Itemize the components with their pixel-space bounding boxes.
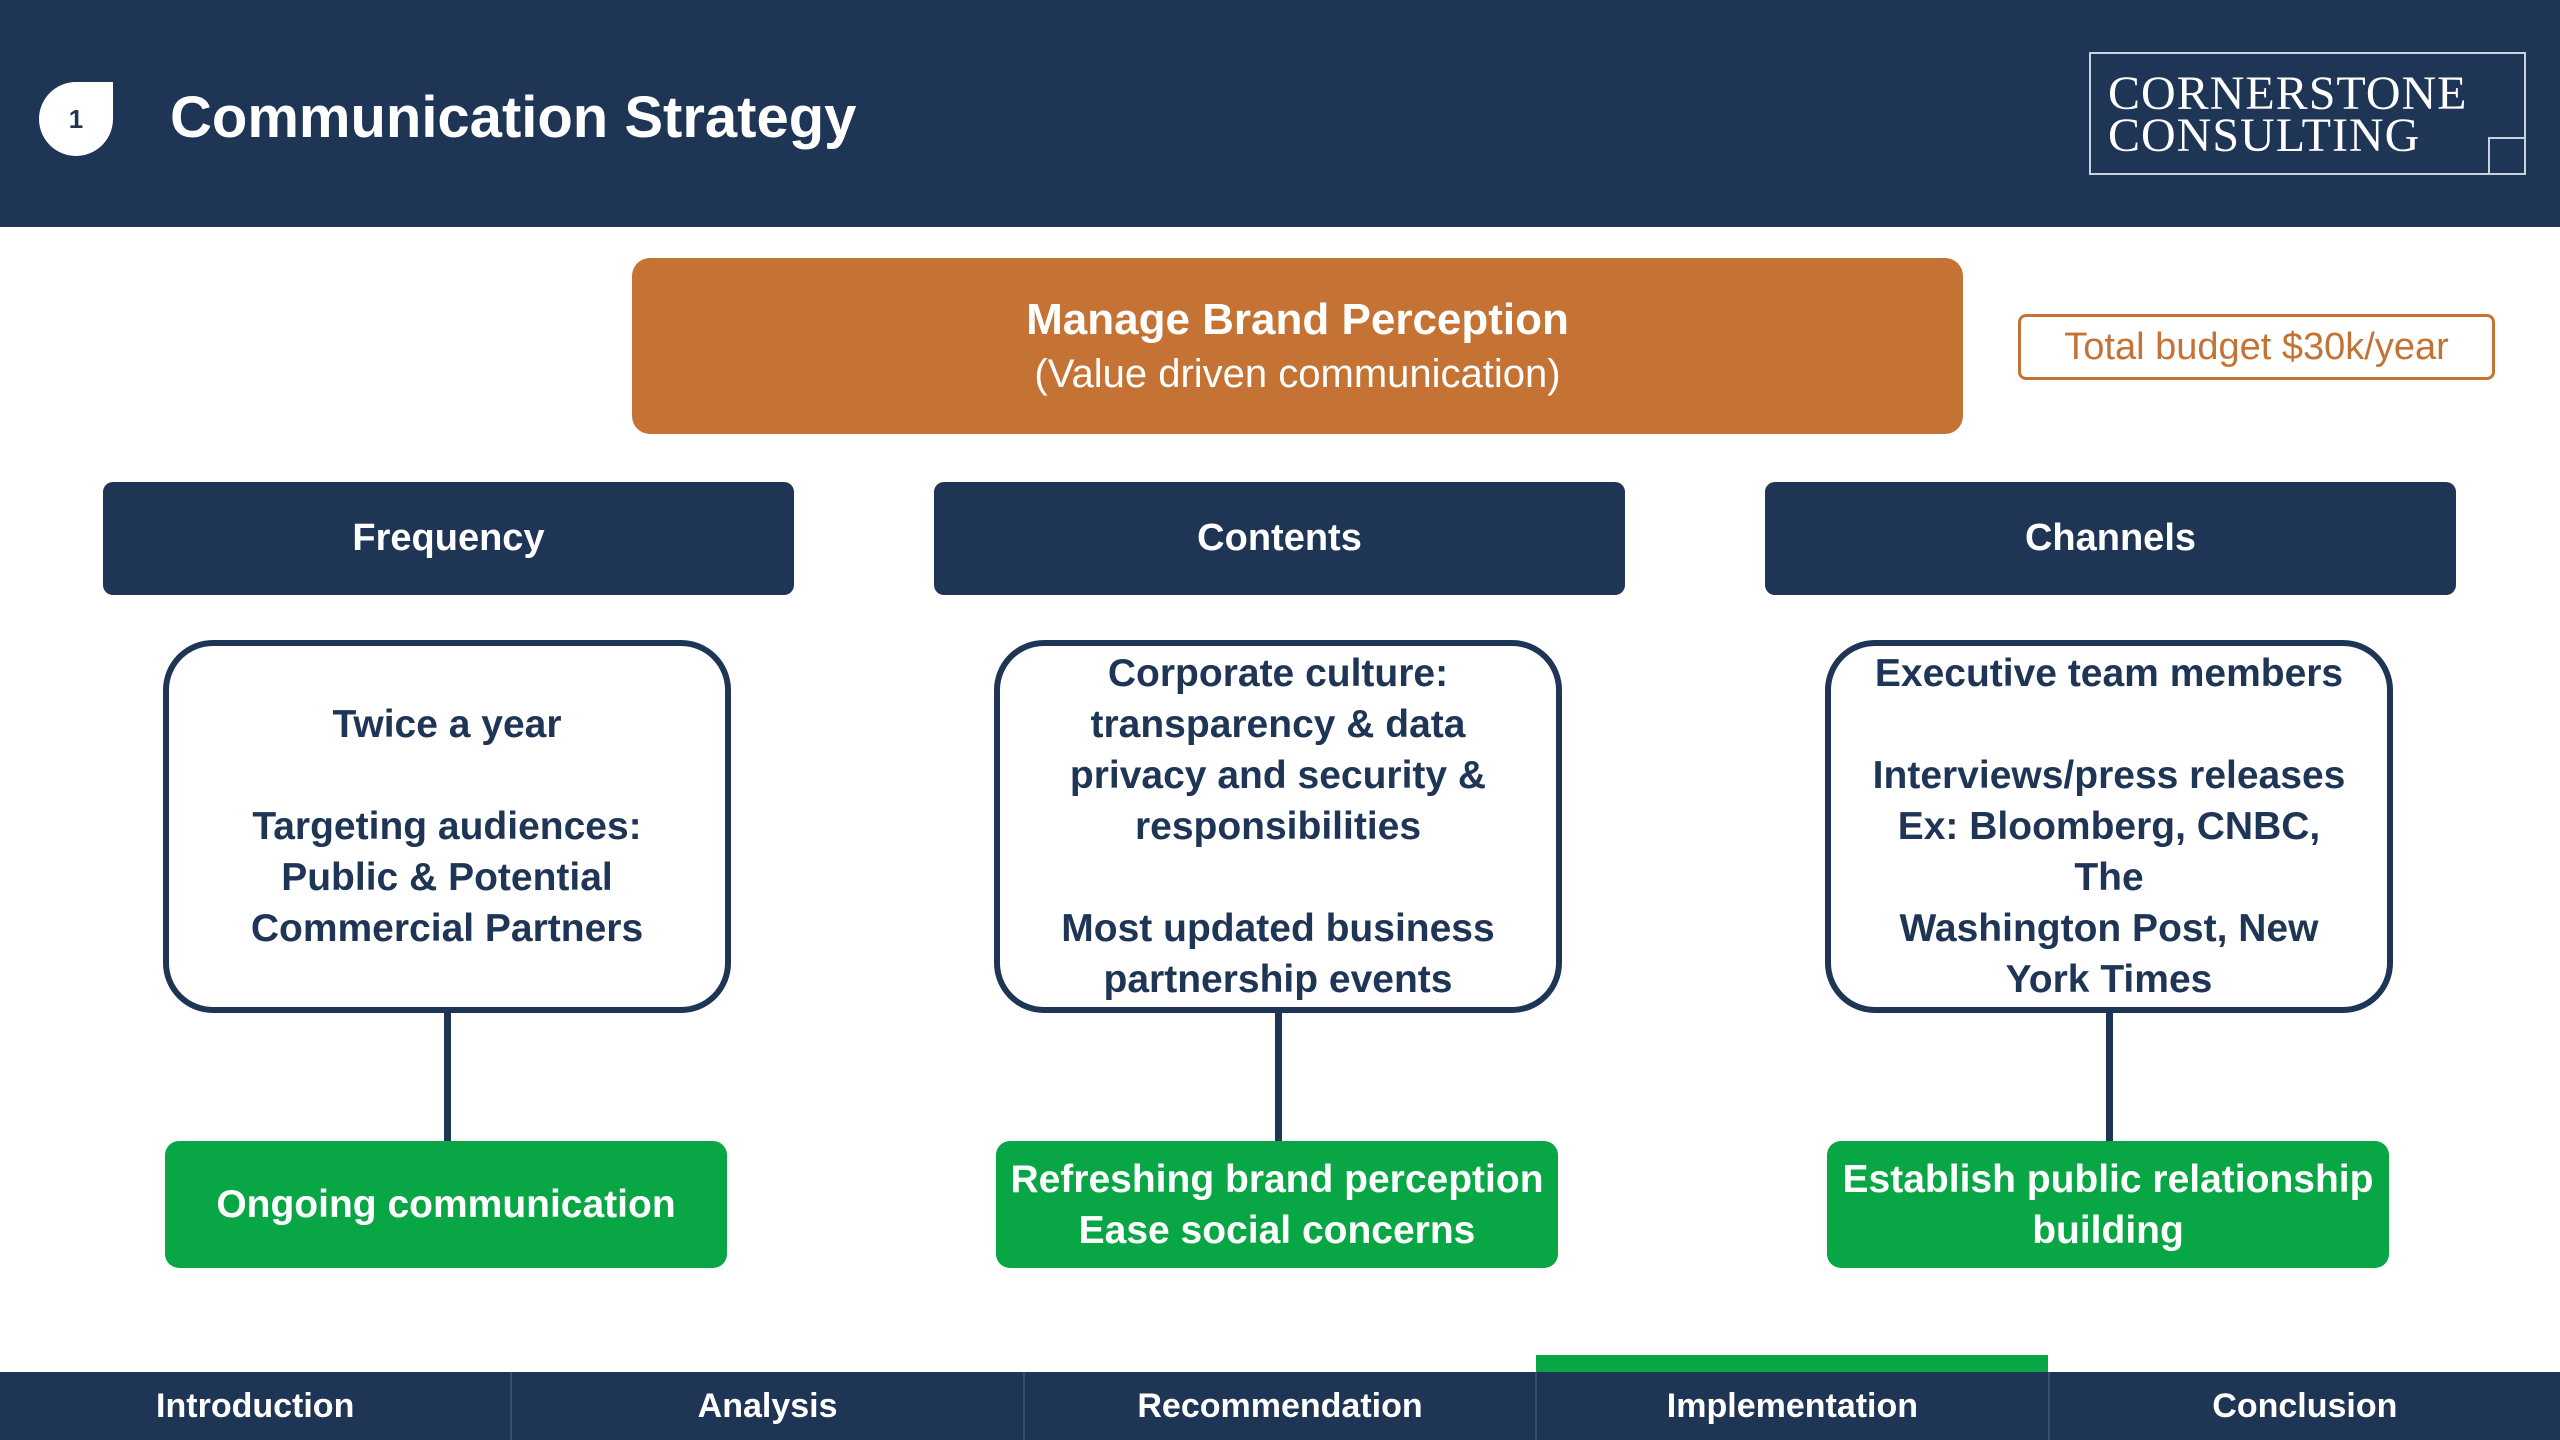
outcome-line: Ongoing communication xyxy=(216,1183,676,1226)
detail-line: transparency & data xyxy=(1090,703,1466,746)
column-header-channels: Channels xyxy=(1765,482,2456,595)
logo-corner-mark xyxy=(2488,137,2526,175)
company-logo: CORNERSTONE CONSULTING xyxy=(2089,52,2526,175)
nav-tab-analysis[interactable]: Analysis xyxy=(512,1372,1025,1440)
detail-line: Targeting audiences: xyxy=(252,805,642,848)
outcome-box-channels: Establish public relationship building xyxy=(1827,1141,2389,1268)
detail-line: privacy and security & xyxy=(1069,754,1487,797)
column-header-contents: Contents xyxy=(934,482,1625,595)
logo-text-line2: CONSULTING xyxy=(2108,109,2421,162)
goal-subtitle: (Value driven communication) xyxy=(1034,352,1561,396)
header-bar: 1 Communication Strategy CORNERSTONE CON… xyxy=(0,0,2560,227)
budget-tag: Total budget $30k/year xyxy=(2018,314,2495,380)
bottom-nav: Introduction Analysis Recommendation Imp… xyxy=(0,1372,2560,1440)
connector-line-contents xyxy=(1275,1013,1282,1141)
nav-tab-recommendation[interactable]: Recommendation xyxy=(1025,1372,1538,1440)
detail-box-channels: Executive team members Interviews/press … xyxy=(1825,640,2393,1013)
nav-tab-conclusion[interactable]: Conclusion xyxy=(2212,1386,2398,1425)
goal-box: Manage Brand Perception (Value driven co… xyxy=(632,258,1963,434)
page-title: Communication Strategy xyxy=(170,85,857,150)
detail-line: Public & Potential xyxy=(281,856,613,899)
detail-line: Most updated business xyxy=(1061,907,1495,950)
nav-tab-introduction[interactable]: Introduction xyxy=(0,1372,513,1440)
detail-line: partnership events xyxy=(1103,958,1453,1001)
detail-line: responsibilities xyxy=(1134,805,1422,848)
column-header-frequency: Frequency xyxy=(103,482,794,595)
detail-line: Ex: Bloomberg, CNBC, The xyxy=(1897,805,2321,899)
outcome-box-contents: Refreshing brand perception Ease social … xyxy=(996,1141,1558,1268)
outcome-line: Refreshing brand perception xyxy=(1010,1157,1544,1201)
detail-line: Washington Post, New xyxy=(1899,907,2319,950)
detail-box-frequency: Twice a year Targeting audiences: Public… xyxy=(163,640,731,1013)
detail-line: Commercial Partners xyxy=(250,907,644,950)
logo-text-line1: CORNERSTONE xyxy=(2108,67,2468,120)
outcome-box-frequency: Ongoing communication xyxy=(165,1141,727,1268)
nav-active-indicator xyxy=(1536,1355,2048,1372)
detail-line: Corporate culture: xyxy=(1107,652,1449,695)
outcome-line: Establish public relationship xyxy=(1842,1157,2374,1201)
slide-number-badge: 1 xyxy=(39,82,113,156)
outcome-line: Ease social concerns xyxy=(1078,1208,1476,1252)
slide-number: 1 xyxy=(68,103,84,134)
connector-line-channels xyxy=(2106,1013,2113,1141)
detail-line: York Times xyxy=(2005,958,2213,1001)
connector-line-frequency xyxy=(444,1013,451,1141)
goal-title: Manage Brand Perception xyxy=(1026,295,1569,344)
nav-tab-implementation[interactable]: Implementation xyxy=(1537,1372,2050,1440)
detail-line: Executive team members xyxy=(1874,652,2344,695)
outcome-line: building xyxy=(2032,1208,2184,1252)
detail-box-contents: Corporate culture: transparency & data p… xyxy=(994,640,1562,1013)
detail-line: Twice a year xyxy=(332,703,562,746)
detail-line: Interviews/press releases xyxy=(1872,754,2346,797)
